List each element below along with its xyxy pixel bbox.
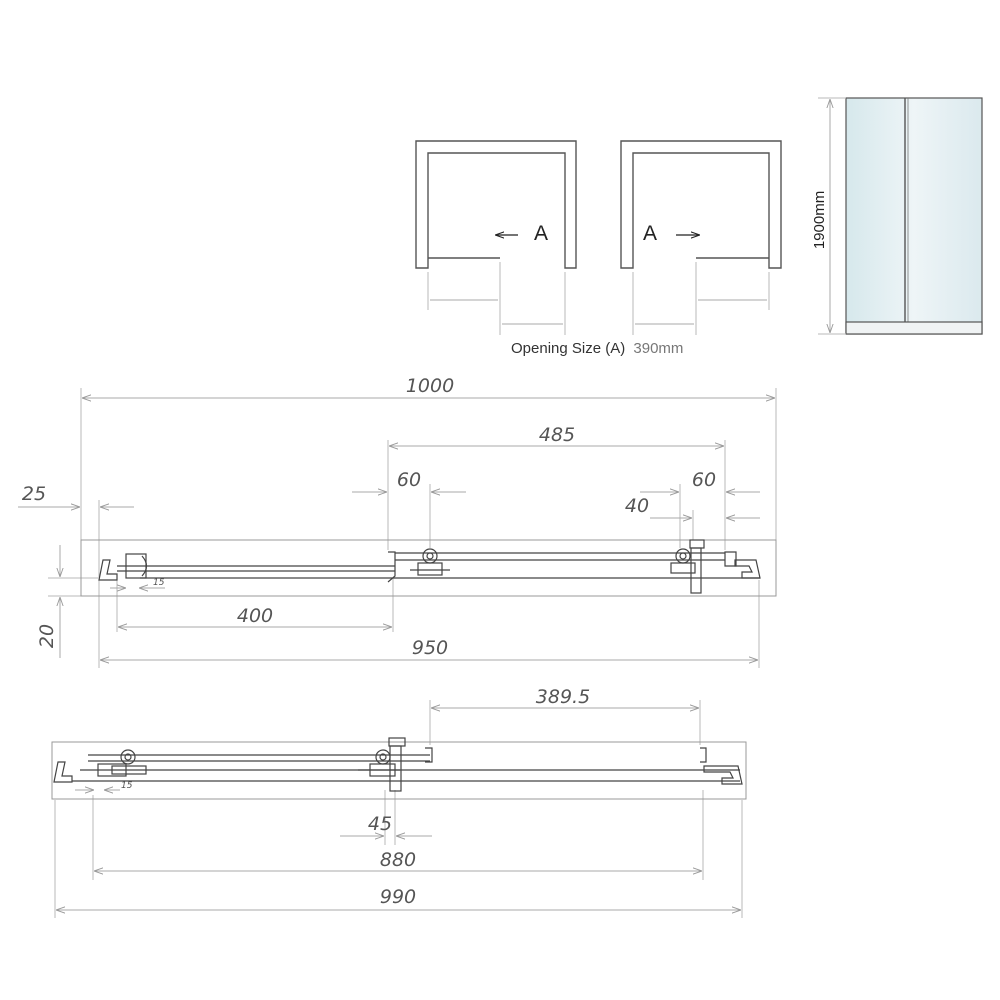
opening-size-caption: Opening Size (A) 390mm: [511, 340, 683, 357]
opening-label-a-left: A: [534, 222, 548, 245]
dim-overall-1000: 1000: [406, 375, 454, 397]
opening-schematic-left: A: [415, 140, 577, 335]
dim-15-bottom: 15: [121, 781, 133, 791]
dim-40: 40: [625, 495, 649, 517]
dim-880: 880: [380, 849, 416, 871]
panel-height-label: 1900mm: [811, 191, 828, 249]
dim-950: 950: [412, 637, 448, 659]
opening-size-caption-prefix: Opening Size (A): [511, 340, 625, 357]
dim-45: 45: [368, 813, 392, 835]
bottom-plan-view: 389.5 15 45 880 990: [51, 686, 747, 918]
dim-25: 25: [22, 483, 46, 505]
opening-size-caption-value: 390mm: [633, 340, 683, 357]
dim-400: 400: [237, 605, 273, 627]
opening-label-a-right: A: [643, 222, 657, 245]
dim-990: 990: [380, 886, 416, 908]
dim-60-right: 60: [692, 469, 716, 491]
panel-elevation: 1900mm: [811, 97, 983, 335]
dim-15-top: 15: [153, 578, 165, 588]
dim-60-left: 60: [397, 469, 421, 491]
dim-389-5: 389.5: [536, 686, 590, 708]
dim-20: 20: [36, 624, 58, 648]
dim-485: 485: [539, 424, 575, 446]
top-plan-view: 1000 485 60 60 25 40 15 20 400 950: [18, 375, 777, 668]
opening-schematic-right: A: [620, 140, 782, 335]
